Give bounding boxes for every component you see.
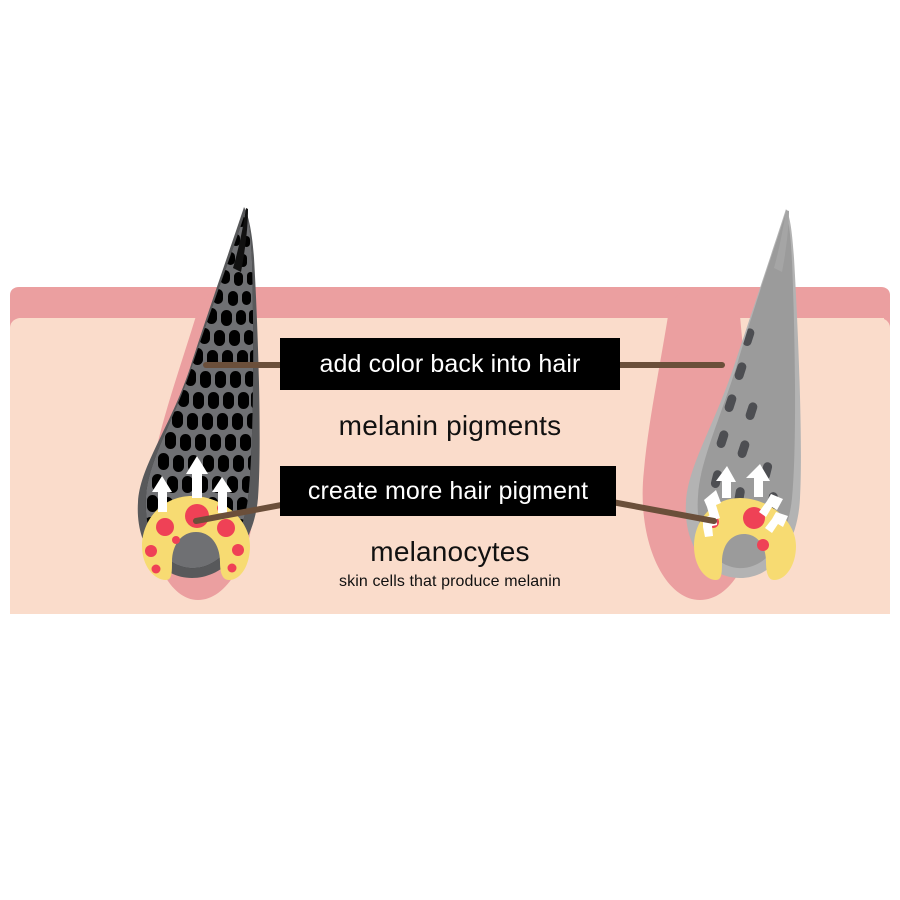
right-dermal-papilla xyxy=(694,498,796,580)
left-tunnel-notch xyxy=(64,318,176,596)
callout-create-pigment-text: create more hair pigment xyxy=(307,476,589,505)
right-hair-tip xyxy=(774,210,789,272)
left-melanin-dots xyxy=(145,503,244,574)
callout-create-more-hair-pigment[interactable]: create more hair pigment xyxy=(280,466,616,516)
left-hair-tip xyxy=(233,208,248,272)
connector-bottom-right xyxy=(609,499,717,524)
label-melanocytes: melanocytes xyxy=(370,536,530,567)
label-melanin-pigments: melanin pigments xyxy=(338,410,562,441)
right-follicle xyxy=(685,209,801,580)
label-melanocytes-subtitle: skin cells that produce melanin xyxy=(339,573,561,590)
callout-connectors xyxy=(193,362,725,524)
callout-add-color-back-into-hair[interactable]: add color back into hair xyxy=(280,338,620,390)
left-migration-arrows xyxy=(152,456,232,513)
right-migration-arrows xyxy=(703,464,788,537)
connector-bottom-left xyxy=(193,500,295,524)
callout-add-color-text: add color back into hair xyxy=(319,349,581,378)
